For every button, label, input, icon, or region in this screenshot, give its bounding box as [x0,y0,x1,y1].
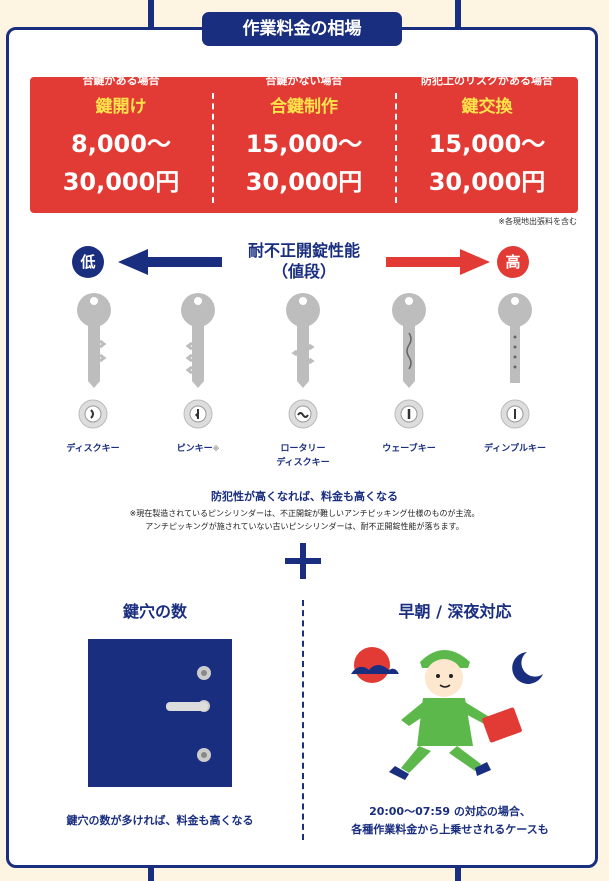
factor-caption-hours: 20:00～07:59 の対応の場合、各種作業料金から上乗せされるケースも [351,805,549,836]
wave-cylinder-icon [394,399,424,429]
factor-title-keyholes: 鍵穴の数 [122,602,187,621]
note-line-1: ※現在製造されているピンシリンダーは、不正開錠が難しいアンチピッキング仕様のもの… [129,509,480,518]
condition-label: 合鍵がない場合 [265,74,343,87]
bottom-right-line [455,868,461,881]
key-label-wave: ウェーブキー [382,444,436,454]
low-badge: 低 [72,246,104,278]
key-label-dimple: ディンプルキー [483,444,547,454]
disc-cylinder-icon [78,399,108,429]
top-right-line [455,0,461,27]
footnote-mark: ※ [212,445,220,453]
disc-key-icon [77,293,111,388]
divider [395,93,397,203]
price-range: 8,000～30,000円 [62,130,180,196]
bottom-left-line [148,868,154,881]
price-column-duplicate: 合鍵がない場合 合鍵制作 15,000～30,000円 [213,74,395,213]
key-label-rotary-disc: ロータリーディスクキー [276,444,330,468]
rotary-cylinder-icon [288,399,318,429]
arrow-left-icon [118,249,222,275]
page-title: 作業料金の相場 [202,12,402,46]
high-badge: 高 [497,246,529,278]
condition-label: 防犯上のリスクがある場合 [421,74,553,87]
divider [212,93,214,203]
factor-caption-keyholes: 鍵穴の数が多ければ、料金も高くなる [66,814,254,827]
key-label-disc: ディスクキー [66,444,120,454]
plus-icon-vertical [300,543,306,579]
price-range: 15,000～30,000円 [428,130,546,196]
key-label-pin: ピンキー※ [176,444,220,454]
price-column-replace: 防犯上のリスクがある場合 鍵交換 15,000～30,000円 [396,74,578,213]
service-name: 合鍵制作 [270,97,338,117]
dimple-cylinder-icon [500,399,530,429]
factor-title-hours: 早朝 / 深夜対応 [398,602,512,621]
service-name: 鍵開け [95,97,147,117]
condition-label: 合鍵がある場合 [82,74,160,87]
performance-label: 耐不正開錠性能（値段） [247,241,360,281]
dimple-key-icon [498,293,532,383]
pricing-note: ※各現地出張料を含む [498,217,577,226]
worker-illustration [351,647,543,780]
service-name: 鍵交換 [461,97,513,117]
note-line-2: アンチピッキングが施されていない古いピンシリンダーは、耐不正開錠性能が落ちます。 [145,522,464,531]
section-divider [302,600,304,840]
pin-cylinder-icon [183,399,213,429]
price-range: 15,000～30,000円 [245,130,363,196]
rotary-disc-key-icon [286,293,320,388]
pin-key-icon [181,293,215,388]
summary-text: 防犯性が高くなれば、料金も高くなる [211,490,398,503]
wave-key-icon [392,293,426,388]
door-icon [88,639,232,787]
price-column-unlock: 合鍵がある場合 鍵開け 8,000～30,000円 [30,74,212,213]
pricing-panel: 合鍵がある場合 鍵開け 8,000～30,000円 合鍵がない場合 合鍵制作 1… [30,74,578,213]
top-left-line [148,0,154,27]
arrow-right-icon [386,249,490,275]
